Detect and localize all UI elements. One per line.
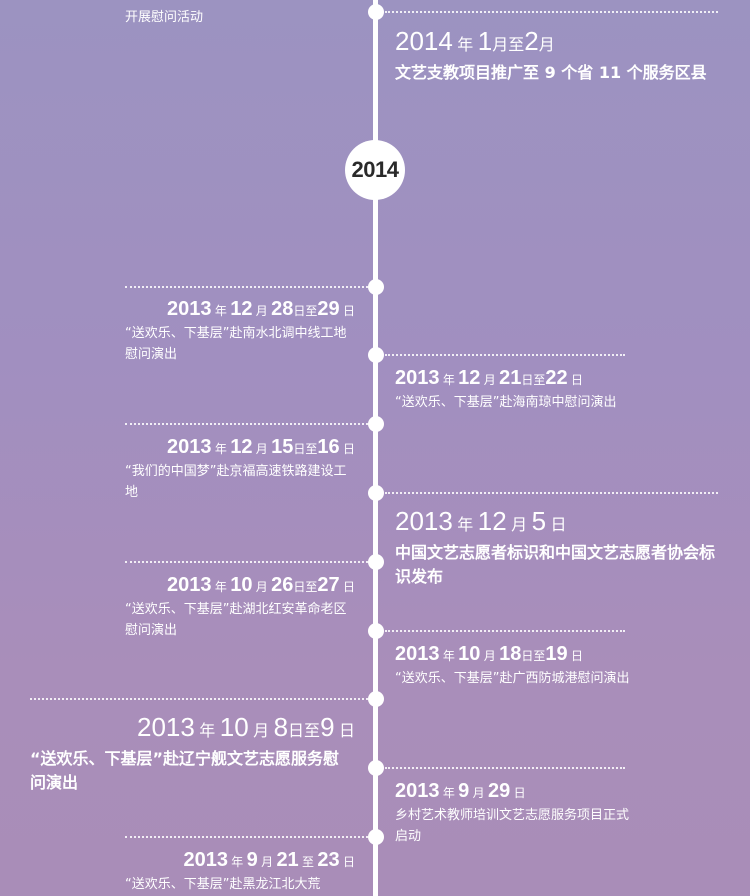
timeline-node [367, 623, 384, 639]
event-date: 2013 年 9 月 21 至 23 日 [183, 849, 355, 871]
event-desc: 开展慰问活动 [125, 10, 204, 25]
event-2013-10-26: 2013 年 10 月 26日至27 日 “送欢乐、下基层”赴湖北红安革命老区慰… [125, 574, 355, 641]
event-date: 2013 年 12 月 5 日 [395, 506, 567, 536]
event-desc: “送欢乐、下基层”赴广西防城港慰问演出 [395, 671, 630, 686]
event-2013-09-21: 2013 年 9 月 21 至 23 日 “送欢乐、下基层”赴黑龙江北大荒 [125, 849, 355, 895]
event-date: 2013 年 10 月 18日至19 日 [395, 643, 583, 665]
event-date: 2013 年 10 月 8日至9 日 [137, 712, 355, 742]
leader-line [385, 354, 625, 356]
timeline-node [367, 279, 384, 295]
event-desc: “送欢乐、下基层”赴海南琼中慰问演出 [395, 395, 617, 410]
timeline-node [367, 691, 384, 707]
leader-line [385, 630, 625, 632]
leader-line [125, 286, 368, 288]
event-2013-09-29: 2013 年 9 月 29 日 乡村艺术教师培训文艺志愿服务项目正式启动 [395, 780, 630, 847]
event-desc: “送欢乐、下基层”赴南水北调中线工地慰问演出 [125, 326, 347, 362]
leader-line [385, 767, 625, 769]
timeline-spine [373, 0, 378, 896]
leader-line [125, 836, 368, 838]
event-desc: “送欢乐、下基层”赴湖北红安革命老区慰问演出 [125, 602, 347, 638]
event-desc: “我们的中国梦”赴京福高速铁路建设工地 [125, 464, 347, 500]
top-partial-event: 开展慰问活动 [125, 5, 355, 28]
timeline-node [367, 347, 384, 363]
event-date: 2014 年 1月至2月 [395, 26, 555, 56]
event-date: 2013 年 9 月 29 日 [395, 780, 526, 802]
event-date: 2013 年 12 月 28日至29 日 [167, 298, 355, 320]
leader-line [30, 698, 368, 700]
event-desc: “送欢乐、下基层”赴黑龙江北大荒 [125, 877, 321, 892]
leader-line [125, 561, 368, 563]
leader-line [385, 492, 718, 494]
year-badge: 2014 [345, 140, 405, 200]
event-2013-12-15: 2013 年 12 月 15日至16 日 “我们的中国梦”赴京福高速铁路建设工地 [125, 436, 355, 503]
timeline-node [367, 4, 384, 20]
event-2013-12-28: 2013 年 12 月 28日至29 日 “送欢乐、下基层”赴南水北调中线工地慰… [125, 298, 355, 365]
event-2014-01: 2014 年 1月至2月 文艺支教项目推广至 9 个省 11 个服务区县 [395, 26, 725, 85]
timeline-node [367, 485, 384, 501]
event-2013-12-21: 2013 年 12 月 21日至22 日 “送欢乐、下基层”赴海南琼中慰问演出 [395, 367, 630, 413]
event-2013-10-08: 2013 年 10 月 8日至9 日 “送欢乐、下基层”赴辽宁舰文艺志愿服务慰问… [30, 712, 355, 795]
event-date: 2013 年 10 月 26日至27 日 [167, 574, 355, 596]
event-date: 2013 年 12 月 21日至22 日 [395, 367, 583, 389]
event-desc: 文艺支教项目推广至 9 个省 11 个服务区县 [395, 63, 707, 82]
event-2013-10-18: 2013 年 10 月 18日至19 日 “送欢乐、下基层”赴广西防城港慰问演出 [395, 643, 630, 689]
timeline-node [367, 554, 384, 570]
leader-line [125, 423, 368, 425]
event-desc: “送欢乐、下基层”赴辽宁舰文艺志愿服务慰问演出 [30, 749, 340, 792]
event-desc: 乡村艺术教师培训文艺志愿服务项目正式启动 [395, 808, 630, 844]
event-desc: 中国文艺志愿者标识和中国文艺志愿者协会标识发布 [395, 543, 716, 586]
timeline-node [367, 829, 384, 845]
event-date: 2013 年 12 月 15日至16 日 [167, 436, 355, 458]
event-2013-12-05: 2013 年 12 月 5 日 中国文艺志愿者标识和中国文艺志愿者协会标识发布 [395, 506, 730, 589]
leader-line [385, 11, 718, 13]
timeline-node [367, 760, 384, 776]
timeline-node [367, 416, 384, 432]
